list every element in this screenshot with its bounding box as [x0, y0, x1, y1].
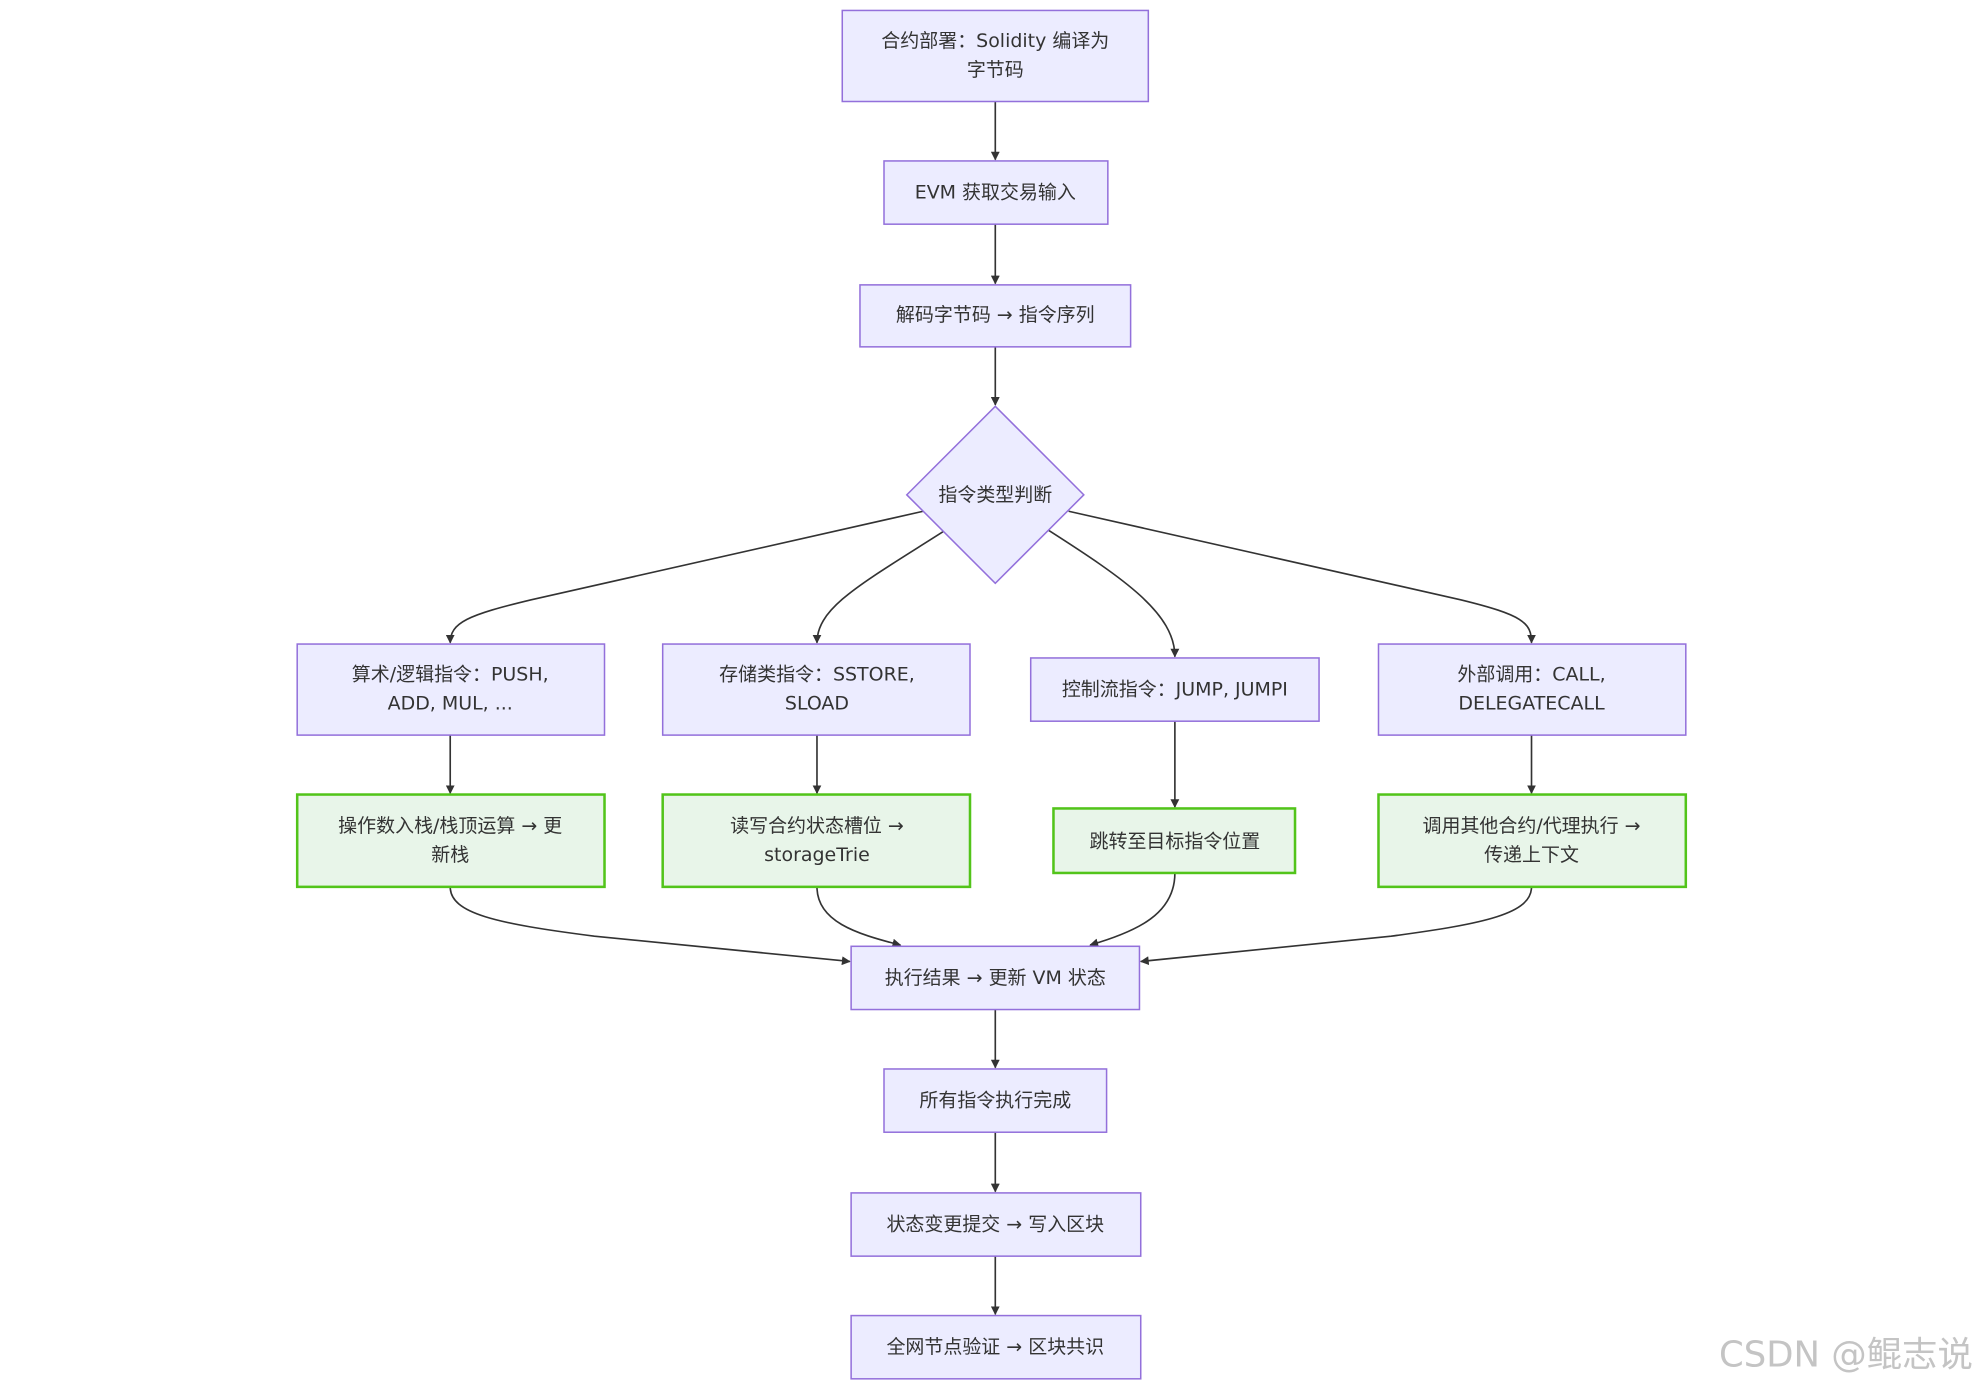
node-label-line: 控制流指令：JUMP, JUMPI	[1062, 679, 1288, 701]
node-label-line: 外部调用：CALL,	[1457, 663, 1605, 685]
node-box	[1029, 657, 1320, 722]
node-label-line: 全网节点验证 → 区块共识	[886, 1336, 1104, 1358]
node-box	[883, 1068, 1108, 1133]
node-label-line: EVM 获取交易输入	[915, 182, 1076, 204]
node-network-consensus: 全网节点验证 → 区块共识	[850, 1314, 1142, 1380]
node-box	[296, 643, 606, 736]
edge-decision-to-storage	[812, 530, 944, 644]
node-box	[1377, 793, 1688, 889]
node-all-executed: 所有指令执行完成	[883, 1068, 1108, 1133]
node-label-line: 读写合约状态槽位 →	[730, 815, 904, 837]
node-evm-fetch-input: EVM 获取交易输入	[883, 160, 1109, 225]
node-instruction-type-decision: 指令类型判断	[905, 405, 1085, 585]
node-label-line: 所有指令执行完成	[919, 1090, 1071, 1112]
node-label-line: 新栈	[431, 844, 469, 866]
edge-decision-to-control-flow	[1047, 529, 1180, 658]
node-contract-deploy: 合约部署：Solidity 编译为 字节码	[841, 9, 1150, 103]
node-box	[661, 643, 971, 736]
node-label-line: 解码字节码 → 指令序列	[896, 304, 1095, 326]
node-box	[883, 160, 1109, 225]
node-box	[295, 793, 606, 889]
node-box	[850, 1314, 1142, 1380]
node-label-line: 字节码	[967, 59, 1024, 81]
node-stack-update: 操作数入栈/栈顶运算 → 更 新栈	[295, 793, 606, 889]
node-commit-state: 状态变更提交 → 写入区块	[850, 1192, 1142, 1257]
watermark: CSDN @鲲志说	[1719, 1334, 1973, 1375]
node-decode-bytecode: 解码字节码 → 指令序列	[859, 284, 1132, 348]
node-label-line: 合约部署：Solidity 编译为	[881, 30, 1109, 52]
decision-diamond	[905, 405, 1085, 585]
node-control-flow: 控制流指令：JUMP, JUMPI	[1029, 657, 1320, 722]
node-label-line: storageTrie	[764, 844, 870, 866]
node-label-line: 算术/逻辑指令：PUSH,	[352, 663, 549, 685]
edge-decision-to-external-call	[1068, 510, 1536, 644]
node-storage-trie-rw: 读写合约状态槽位 → storageTrie	[661, 793, 972, 889]
node-label-line: 状态变更提交 → 写入区块	[886, 1214, 1104, 1236]
node-box	[1052, 807, 1297, 875]
node-storage: 存储类指令：SSTORE, SLOAD	[661, 643, 971, 736]
node-call-context: 调用其他合约/代理执行 → 传递上下文	[1377, 793, 1688, 889]
node-label-line: 传递上下文	[1484, 844, 1579, 866]
node-box	[850, 945, 1141, 1011]
node-box	[859, 284, 1132, 348]
node-label-line: 指令类型判断	[938, 484, 1052, 506]
edge-context-to-result	[1139, 886, 1533, 966]
edge-stack-to-result	[449, 886, 851, 966]
node-box	[841, 9, 1150, 103]
node-label-line: ADD, MUL, ...	[388, 692, 513, 714]
node-external-call: 外部调用：CALL, DELEGATECALL	[1377, 643, 1687, 736]
node-jump-target: 跳转至目标指令位置	[1052, 807, 1297, 875]
node-execution-result: 执行结果 → 更新 VM 状态	[850, 945, 1141, 1011]
node-label-line: 跳转至目标指令位置	[1090, 830, 1261, 852]
edge-jump-to-result	[1089, 872, 1176, 948]
node-label-line: 执行结果 → 更新 VM 状态	[885, 967, 1106, 989]
node-label-line: 存储类指令：SSTORE,	[719, 663, 915, 685]
node-label-line: 操作数入栈/栈顶运算 → 更	[338, 815, 562, 837]
node-box	[850, 1192, 1142, 1257]
edge-decision-to-arithmetic	[445, 510, 924, 644]
node-label-line: 调用其他合约/代理执行 →	[1423, 815, 1641, 837]
node-arithmetic-logic: 算术/逻辑指令：PUSH, ADD, MUL, ...	[296, 643, 606, 736]
edges	[445, 101, 1536, 1316]
node-box	[661, 793, 972, 889]
node-label-line: SLOAD	[785, 692, 849, 714]
node-box	[1377, 643, 1687, 736]
edge-trie-to-result	[816, 886, 902, 948]
node-label-line: DELEGATECALL	[1458, 692, 1605, 714]
